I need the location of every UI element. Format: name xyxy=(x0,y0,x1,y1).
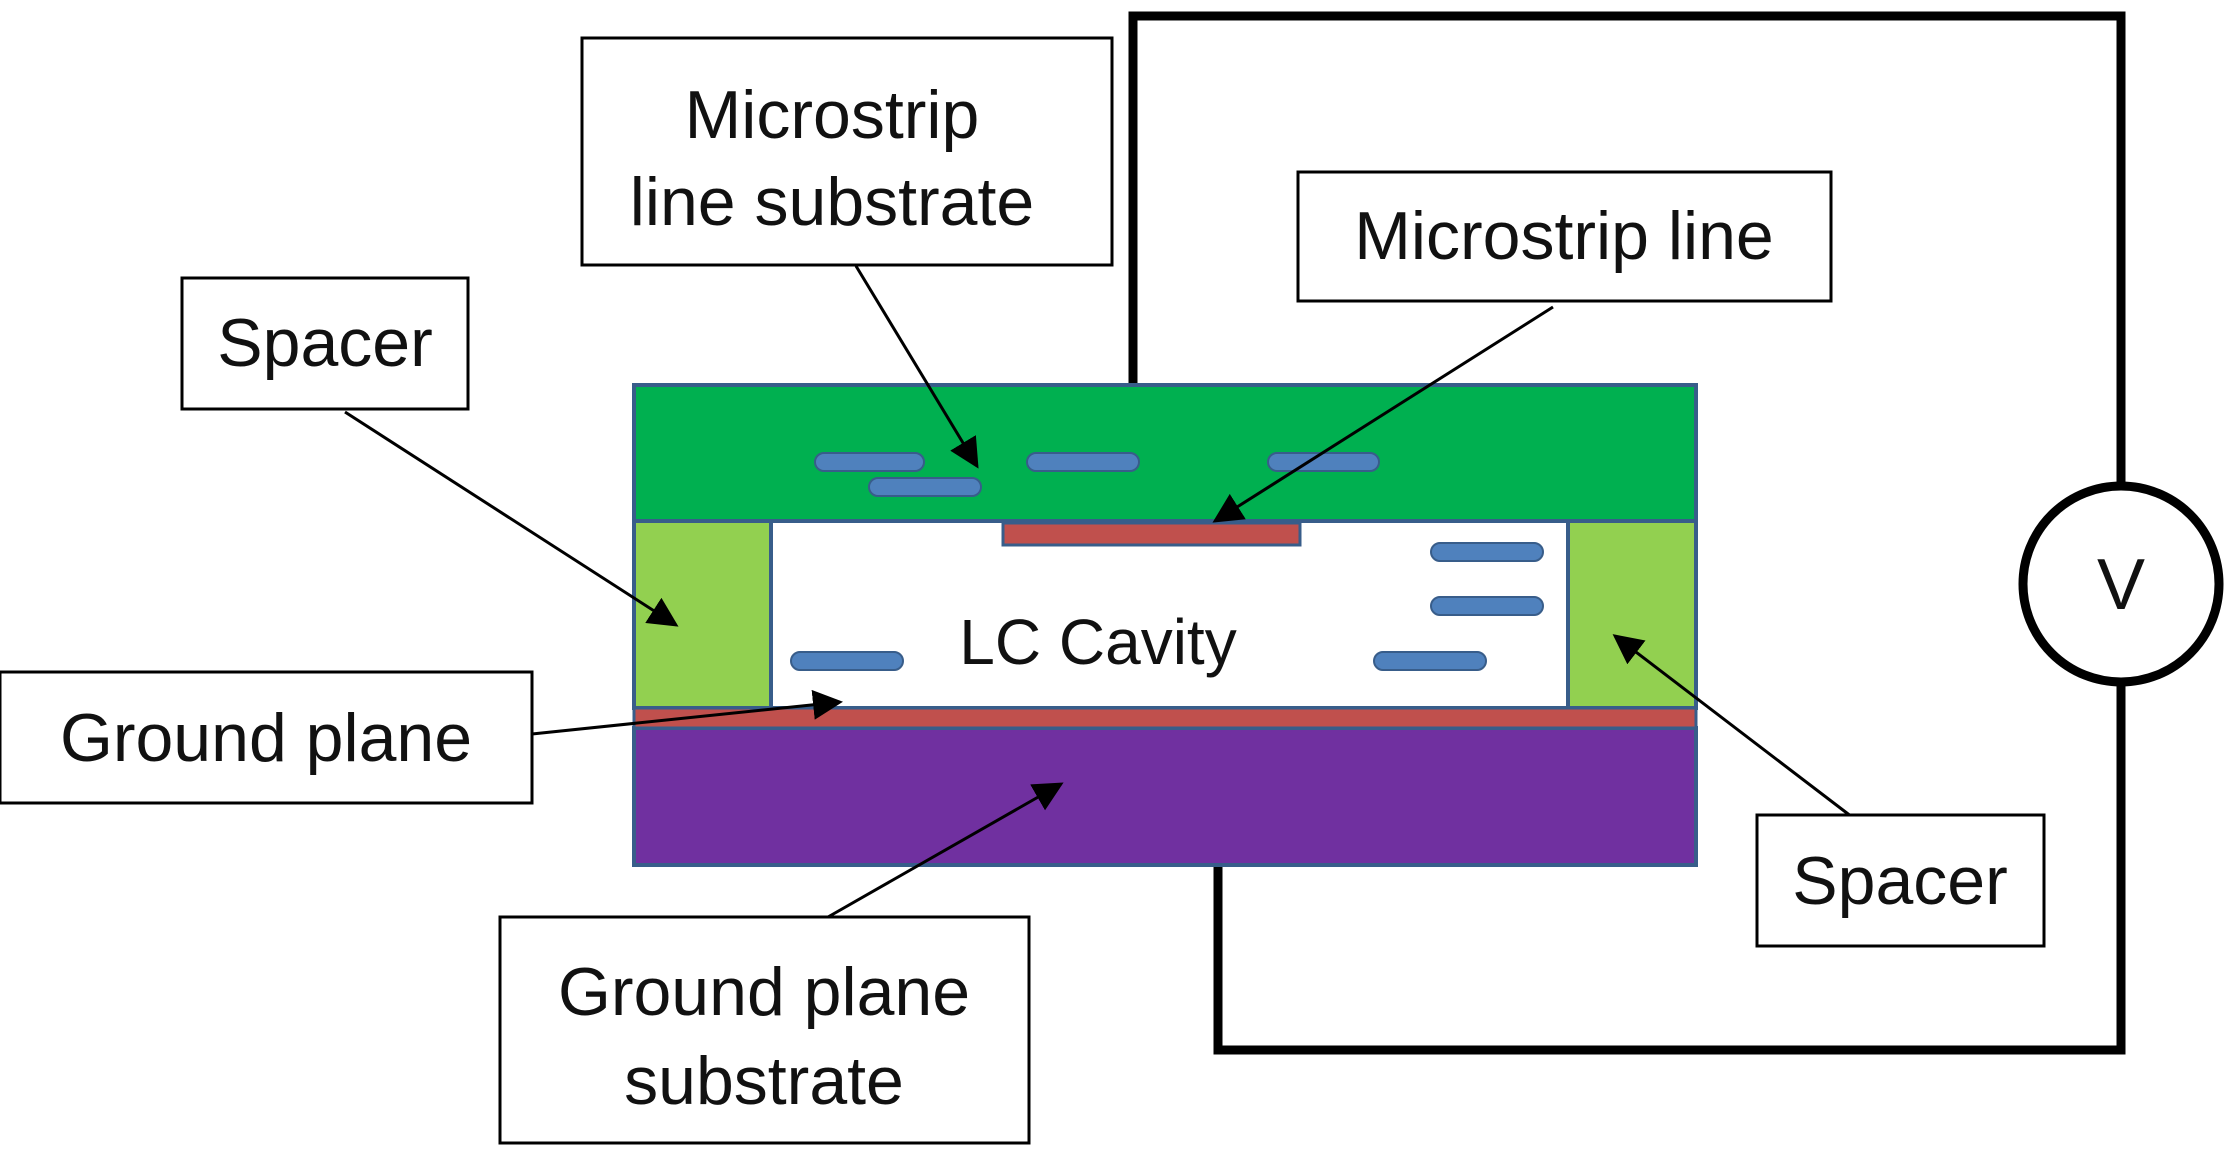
spacer-left-block xyxy=(632,519,773,710)
svg-text:Spacer: Spacer xyxy=(217,305,432,381)
arrow-microstrip-line-substrate xyxy=(854,265,979,469)
svg-text:Spacer: Spacer xyxy=(1792,843,2007,919)
arrow-ground-plane-substrate xyxy=(827,782,1064,919)
ground-plane-substrate xyxy=(632,726,1698,867)
callout-arrows xyxy=(344,265,1857,919)
lc-molecule xyxy=(1026,452,1140,472)
spacer-right-block xyxy=(1566,519,1698,710)
arrow-ground-plane xyxy=(531,689,843,736)
svg-text:substrate: substrate xyxy=(624,1043,904,1119)
arrow-spacer-right xyxy=(1612,634,1857,822)
svg-text:Ground plane: Ground plane xyxy=(558,954,970,1030)
ground-plane-metal xyxy=(632,706,1698,730)
circle-v-icon xyxy=(2018,481,2224,687)
lc-molecule xyxy=(1430,596,1544,616)
bias-wire-return xyxy=(1213,683,2126,1055)
arrow-spacer-left xyxy=(344,410,679,627)
svg-text:Ground plane: Ground plane xyxy=(60,700,472,776)
microstrip-line-metal xyxy=(1001,521,1302,547)
lc-molecule xyxy=(1373,651,1487,671)
svg-text:Microstrip: Microstrip xyxy=(685,77,980,153)
label-microstrip-line: Microstrip line xyxy=(1296,170,1833,303)
bias-wire xyxy=(1128,11,2126,519)
label-ground-plane-substrate: Ground plane substrate xyxy=(498,915,1031,1145)
svg-text:Microstrip line: Microstrip line xyxy=(1354,198,1773,274)
lc-molecule xyxy=(868,477,982,497)
label-spacer-right: Spacer xyxy=(1755,813,2046,948)
microstrip-line-substrate xyxy=(632,383,1698,523)
label-spacer-left: Spacer xyxy=(180,276,470,411)
label-microstrip-line-substrate: Microstrip line substrate xyxy=(580,36,1114,267)
lc-cavity-label: LC Cavity xyxy=(959,606,1236,678)
lc-molecules xyxy=(790,452,1544,671)
arrow-microstrip-line xyxy=(1212,305,1554,523)
lc-molecule xyxy=(790,651,904,671)
lc-molecule xyxy=(814,452,925,472)
voltage-source: V xyxy=(2018,481,2224,687)
label-ground-plane: Ground plane xyxy=(0,670,534,805)
svg-text:line substrate: line substrate xyxy=(630,164,1034,240)
voltage-label: V xyxy=(2097,545,2145,625)
lc-molecule xyxy=(1267,452,1380,472)
lc-molecule xyxy=(1430,542,1544,562)
